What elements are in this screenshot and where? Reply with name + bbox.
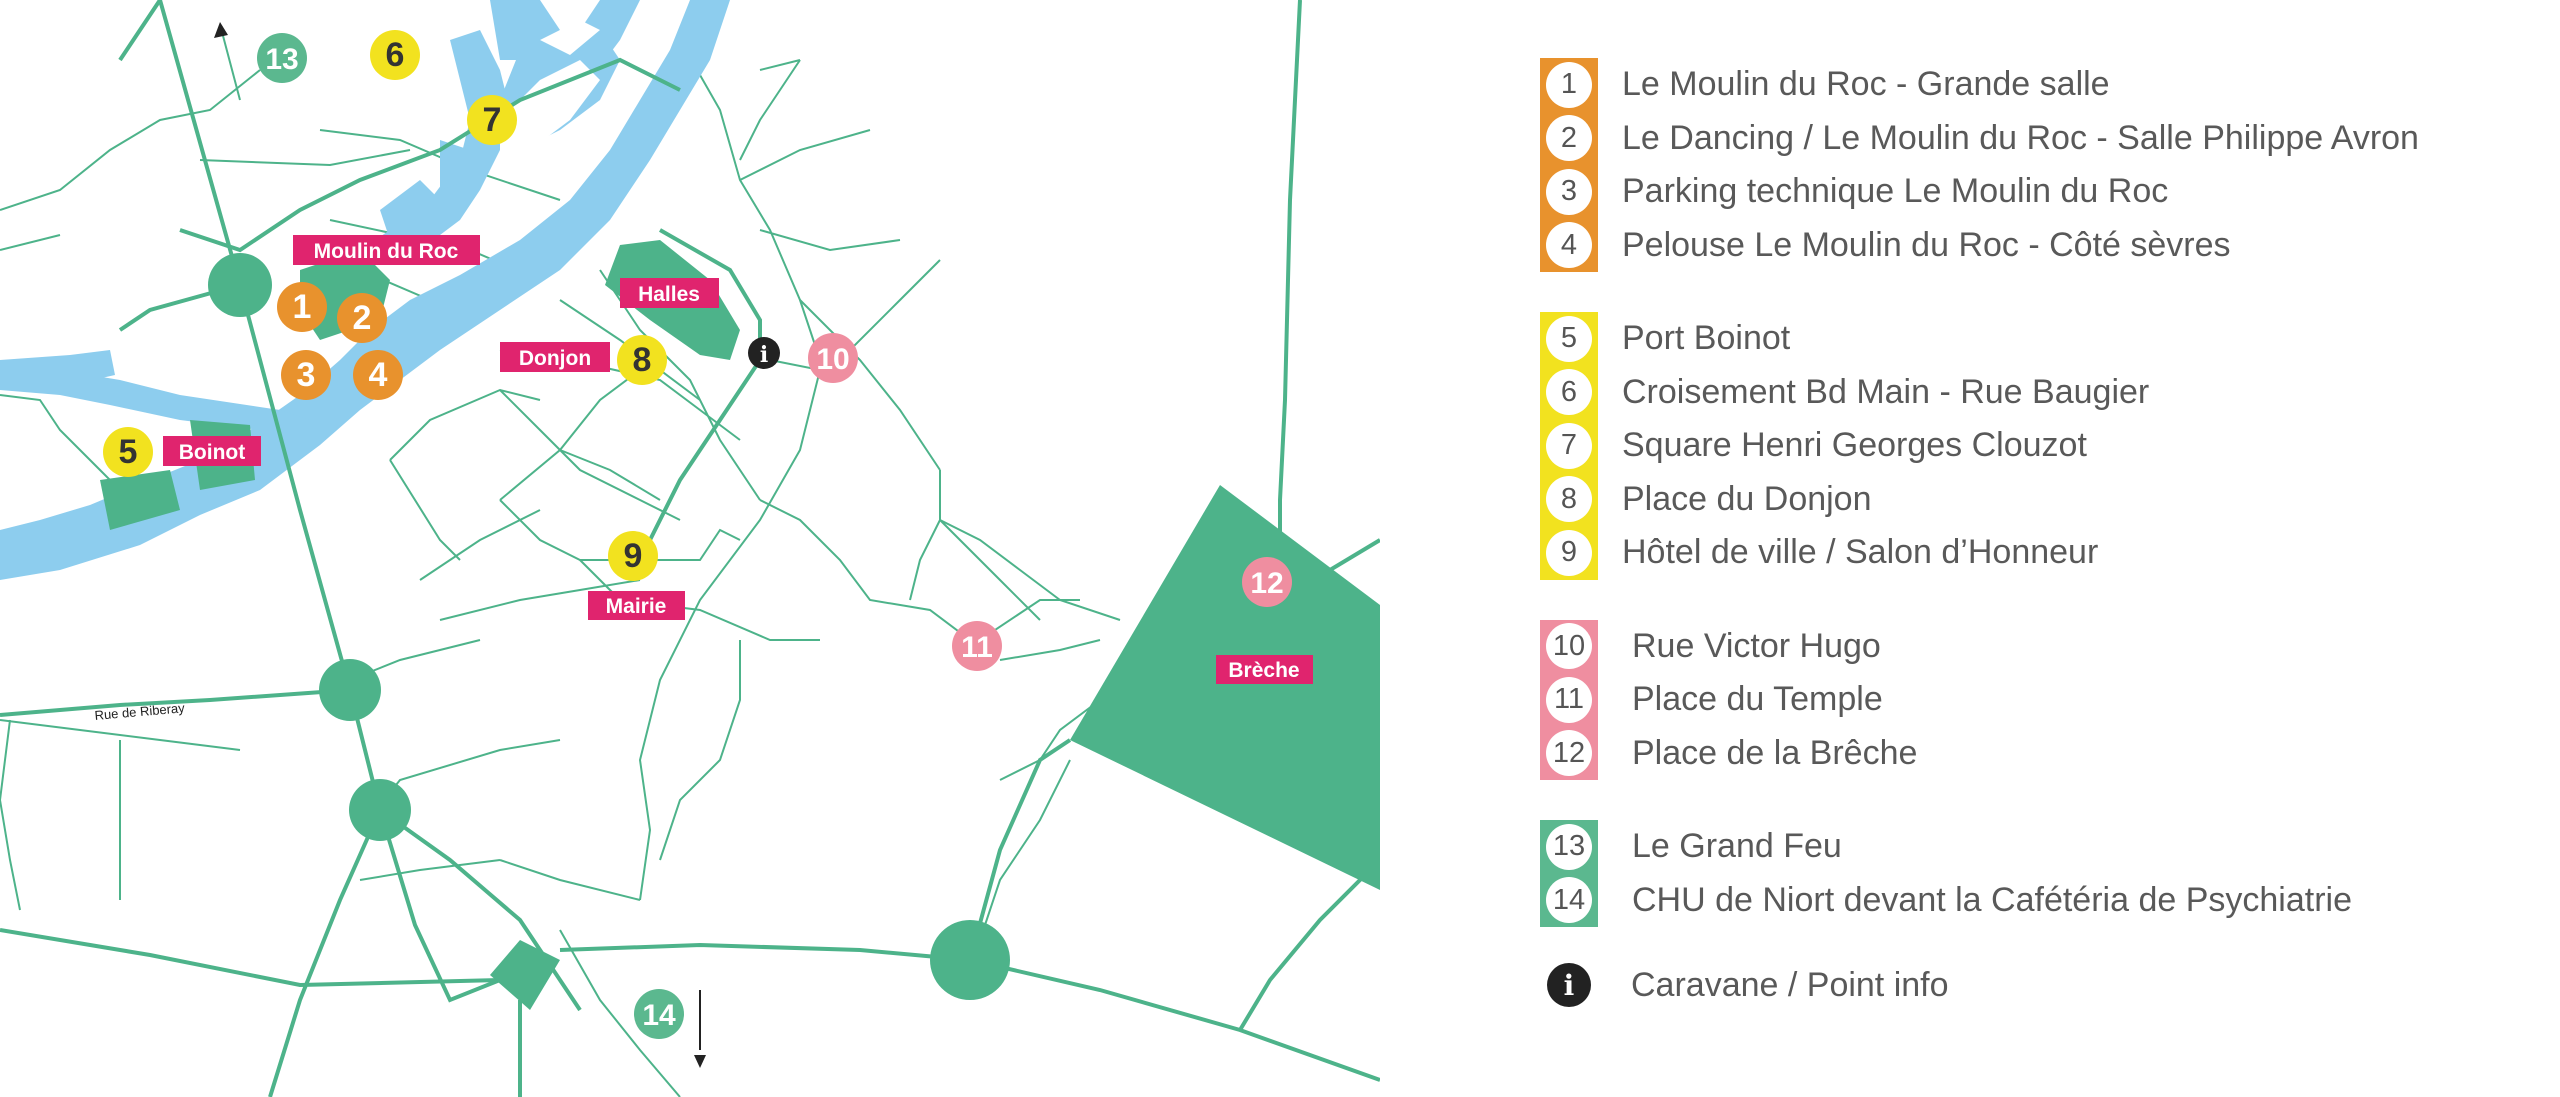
map-marker-9[interactable]: 9 xyxy=(608,531,658,581)
map-marker-number: 11 xyxy=(961,631,993,664)
legend-item-number: 13 xyxy=(1546,823,1592,870)
legend-item-number: 4 xyxy=(1546,222,1592,269)
legend-group-pink: 10 Rue Victor Hugo 11 Place du Temple 12 Plac… xyxy=(1540,619,2540,781)
legend-item-number: 11 xyxy=(1546,676,1592,723)
map-marker-number: 1 xyxy=(293,288,312,326)
river-islands xyxy=(500,20,600,170)
map-marker-number: 8 xyxy=(633,341,652,379)
map-marker-number: 13 xyxy=(265,43,298,76)
legend-item-label: Parking technique Le Moulin du Roc xyxy=(1622,172,2169,211)
legend-item: 12 Place de la Brêche xyxy=(1540,727,2540,781)
legend-item-number: 6 xyxy=(1546,369,1592,416)
map-marker-10[interactable]: 10 xyxy=(808,333,858,383)
legend-item-number: 10 xyxy=(1546,623,1592,670)
map-marker-number: 3 xyxy=(297,356,316,394)
place-labels: Moulin du Roc Halles Donjon Boinot Mairi… xyxy=(163,235,1313,684)
map-marker-11[interactable]: 11 xyxy=(952,621,1002,671)
legend-item-number: 12 xyxy=(1546,730,1592,777)
legend-item-number: 3 xyxy=(1546,168,1592,215)
street-label-riberay: Rue de Riberay xyxy=(94,700,186,723)
legend-group-orange: 1 Le Moulin du Roc - Grande salle 2 Le Danc… xyxy=(1540,58,2540,272)
map-marker-13[interactable]: 13 xyxy=(257,33,307,83)
legend-item-number: 7 xyxy=(1546,422,1592,469)
map-marker-7[interactable]: 7 xyxy=(467,95,517,145)
legend-item: 13 Le Grand Feu xyxy=(1540,820,2540,874)
info-icon: i xyxy=(1547,963,1591,1007)
map-marker-number: 14 xyxy=(642,999,676,1032)
legend-item-number: 2 xyxy=(1546,115,1592,162)
street-labels: La Sèvre Niortaise Rue de Riberay xyxy=(7,562,185,723)
city-map[interactable]: La Sèvre Niortaise Rue de Riberay Moulin… xyxy=(0,0,1380,1097)
map-marker-number: 7 xyxy=(483,101,502,139)
legend-item-label: Croisement Bd Main - Rue Baugier xyxy=(1622,372,2150,411)
legend-item: 1 Le Moulin du Roc - Grande salle xyxy=(1540,58,2540,112)
map-marker-number: 12 xyxy=(1250,567,1283,600)
legend-item-label: Square Henri Georges Clouzot xyxy=(1622,426,2087,465)
legend-item: 11 Place du Temple xyxy=(1540,673,2540,727)
label-donjon: Donjon xyxy=(519,347,591,370)
legend-item-label: Port Boinot xyxy=(1622,319,1791,358)
map-marker-6[interactable]: 6 xyxy=(370,30,420,80)
legend-item-label: Hôtel de ville / Salon d’Honneur xyxy=(1622,533,2099,572)
legend-item: 6 Croisement Bd Main - Rue Baugier xyxy=(1540,366,2540,420)
map-marker-number: 9 xyxy=(624,537,643,575)
map-marker-5[interactable]: 5 xyxy=(103,427,153,477)
legend-info-item: i Caravane / Point info xyxy=(1540,955,2540,1015)
map-marker-number: 6 xyxy=(386,36,405,74)
legend-item: 2 Le Dancing / Le Moulin du Roc - Salle P… xyxy=(1540,112,2540,166)
legend-item: 8 Place du Donjon xyxy=(1540,473,2540,527)
legend-item-label: Place de la Brêche xyxy=(1632,733,1918,772)
map-marker-3[interactable]: 3 xyxy=(281,350,331,400)
map-marker-14[interactable]: 14 xyxy=(634,989,684,1039)
legend-item-number: 9 xyxy=(1546,529,1592,576)
map-marker-number: 2 xyxy=(353,299,372,337)
label-breche: Brèche xyxy=(1228,659,1299,682)
legend-item: 9 Hôtel de ville / Salon d’Honneur xyxy=(1540,526,2540,580)
label-boinot: Boinot xyxy=(179,441,245,464)
legend-item-label: Pelouse Le Moulin du Roc - Côté sèvres xyxy=(1622,225,2231,264)
legend-item-label: Le Grand Feu xyxy=(1632,827,1842,866)
legend-item: 3 Parking technique Le Moulin du Roc xyxy=(1540,165,2540,219)
legend-item-number: 14 xyxy=(1546,877,1592,924)
label-mairie: Mairie xyxy=(606,595,667,618)
legend-item-label: Rue Victor Hugo xyxy=(1632,626,1881,665)
label-moulin-du-roc: Moulin du Roc xyxy=(314,240,459,263)
legend-item-number: 8 xyxy=(1546,476,1592,523)
map-marker-12[interactable]: 12 xyxy=(1242,557,1292,607)
map-marker-number: 10 xyxy=(816,343,849,376)
legend-item-number: 5 xyxy=(1546,315,1592,362)
legend-item-label: Le Moulin du Roc - Grande salle xyxy=(1622,65,2110,104)
map-marker-number: 4 xyxy=(369,356,388,394)
main-roads xyxy=(0,0,1380,1097)
legend-info-label: Caravane / Point info xyxy=(1631,965,1949,1004)
legend-item-label: Place du Donjon xyxy=(1622,479,1872,518)
legend-item-label: Le Dancing / Le Moulin du Roc - Salle Ph… xyxy=(1622,118,2419,157)
north-arrow-icon xyxy=(214,22,241,101)
map-marker-4[interactable]: 4 xyxy=(353,350,403,400)
south-arrow-icon xyxy=(694,990,706,1068)
legend: 1 Le Moulin du Roc - Grande salle 2 Le Danc… xyxy=(1540,58,2540,1015)
label-halles: Halles xyxy=(638,283,700,306)
map-marker-8[interactable]: 8 xyxy=(617,335,667,385)
map-marker-1[interactable]: 1 xyxy=(277,282,327,332)
map-marker-2[interactable]: 2 xyxy=(337,293,387,343)
map-info-icon[interactable]: i xyxy=(748,337,780,369)
legend-item: 7 Square Henri Georges Clouzot xyxy=(1540,419,2540,473)
legend-item: 10 Rue Victor Hugo xyxy=(1540,620,2540,674)
legend-item-label: Place du Temple xyxy=(1632,680,1883,719)
map-marker-number: 5 xyxy=(119,433,138,471)
svg-text:i: i xyxy=(760,342,768,368)
legend-group-green: 13 Le Grand Feu 14 CHU de Niort devant la C… xyxy=(1540,820,2540,927)
legend-item-number: 1 xyxy=(1546,61,1592,108)
legend-item-label: CHU de Niort devant la Cafétéria de Psyc… xyxy=(1632,880,2352,919)
minor-streets xyxy=(0,39,1121,1097)
legend-item: 4 Pelouse Le Moulin du Roc - Côté sèvres xyxy=(1540,219,2540,273)
legend-group-yellow: 5 Port Boinot 6 Croisement Bd Main - Rue Ba… xyxy=(1540,312,2540,580)
legend-item: 5 Port Boinot xyxy=(1540,312,2540,366)
legend-item: 14 CHU de Niort devant la Cafétéria de Ps… xyxy=(1540,874,2540,928)
